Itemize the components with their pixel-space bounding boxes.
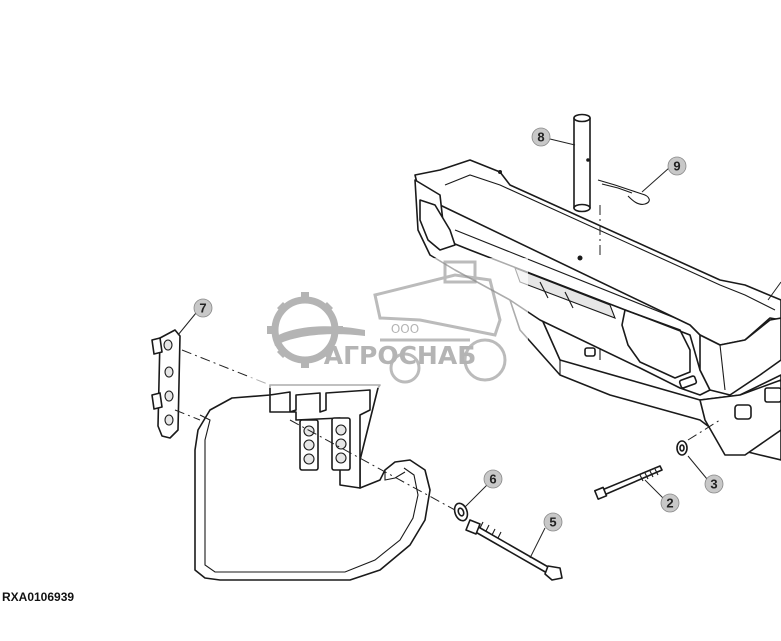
callout-number: 7: [199, 301, 206, 316]
mounting-plate: [151, 329, 181, 439]
bolt-5: [465, 519, 563, 581]
figure-id-label: RXA0106939: [2, 590, 75, 604]
callout-number: 3: [710, 477, 717, 492]
gear-icon: [267, 292, 365, 368]
hitch-pin: [573, 113, 591, 213]
combine-harvester-icon: [373, 260, 507, 384]
weight-carrier-bracket: [414, 159, 781, 461]
bolt-2: [593, 465, 663, 500]
callout-5: 5: [543, 512, 563, 532]
callout-9: 9: [667, 156, 687, 176]
watermark-prefix: ООО: [391, 322, 419, 336]
washer-6: [453, 502, 469, 522]
callout-2: 2: [660, 493, 680, 513]
callout-number: 9: [673, 159, 680, 174]
watermark-brand: АГРОСНАБ: [324, 341, 477, 370]
watermark: ООО АГРОСНАБ: [248, 258, 528, 388]
callout-number: 5: [549, 515, 556, 530]
callout-number: 8: [537, 130, 544, 145]
washer-3: [676, 440, 688, 456]
callout-number: 6: [489, 472, 496, 487]
callout-7: 7: [193, 298, 213, 318]
suitcase-weight: [194, 384, 431, 581]
callout-3: 3: [704, 474, 724, 494]
callout-6: 6: [483, 469, 503, 489]
leader-lines: [177, 138, 781, 559]
callout-8: 8: [531, 127, 551, 147]
assembly-center-lines: [174, 205, 721, 511]
spring-clip: [597, 179, 650, 205]
callout-number: 2: [666, 496, 673, 511]
